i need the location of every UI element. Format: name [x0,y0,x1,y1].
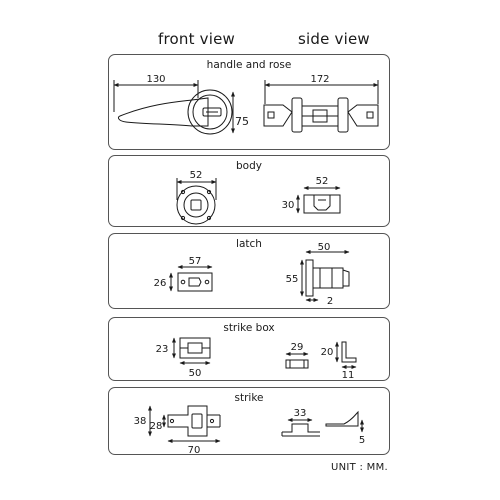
dim-label-70: 70 [188,445,201,456]
dim-label-172: 172 [310,74,329,85]
panel-title: latch [236,238,262,250]
dim-52-front-line [176,178,217,200]
dim-label-23: 23 [156,344,169,355]
dim-label-50-strike-box: 50 [189,368,202,379]
dim-label-57: 57 [189,256,202,267]
dim-label-29: 29 [291,342,304,353]
dim-label-38: 38 [134,416,147,427]
dim-label-11: 11 [342,370,355,381]
dim-label-75: 75 [235,115,249,128]
dim-label-52-side: 52 [316,176,329,187]
dim-label-33: 33 [294,408,307,419]
dim-label-5: 5 [359,435,365,446]
dim-130-line [113,80,199,112]
latch-front-drawing [177,272,213,292]
panel-title: body [236,160,262,172]
latch-side-drawing [305,259,350,297]
panel-title: handle and rose [206,59,292,71]
strike-plate-side-drawing [325,410,359,427]
panel-strike-box: strike box [108,317,390,381]
strike-box-top-drawing [285,359,309,369]
dim-label-20: 20 [321,347,334,358]
dim-label-26: 26 [154,278,167,289]
dim-label-2: 2 [327,296,333,307]
lever-handle-front-drawing [117,89,233,135]
strike-plate-top-drawing [281,423,320,437]
strike-plate-front-drawing [167,405,221,437]
lever-handle-side-drawing [263,97,379,133]
body-front-drawing [176,185,216,225]
side-view-heading: side view [298,30,370,48]
panel-body: body [108,155,390,227]
unit-label: UNIT : MM. [330,462,388,473]
dim-label-55: 55 [286,274,299,285]
strike-box-front-drawing [179,337,211,359]
panel-strike: strike [108,387,390,455]
strike-box-side-drawing [341,341,357,363]
front-view-heading: front view [158,30,235,48]
dim-label-50: 50 [318,242,331,253]
body-side-drawing [303,194,341,214]
dim-label-28: 28 [150,421,163,432]
dim-172-line [264,80,379,104]
dim-label-130: 130 [146,74,165,85]
panel-title: strike [234,392,264,404]
dim-label-30: 30 [282,200,295,211]
dim-label-52-front: 52 [190,170,203,181]
panel-title: strike box [223,322,275,334]
panel-handle-and-rose: handle and rose [108,54,390,150]
